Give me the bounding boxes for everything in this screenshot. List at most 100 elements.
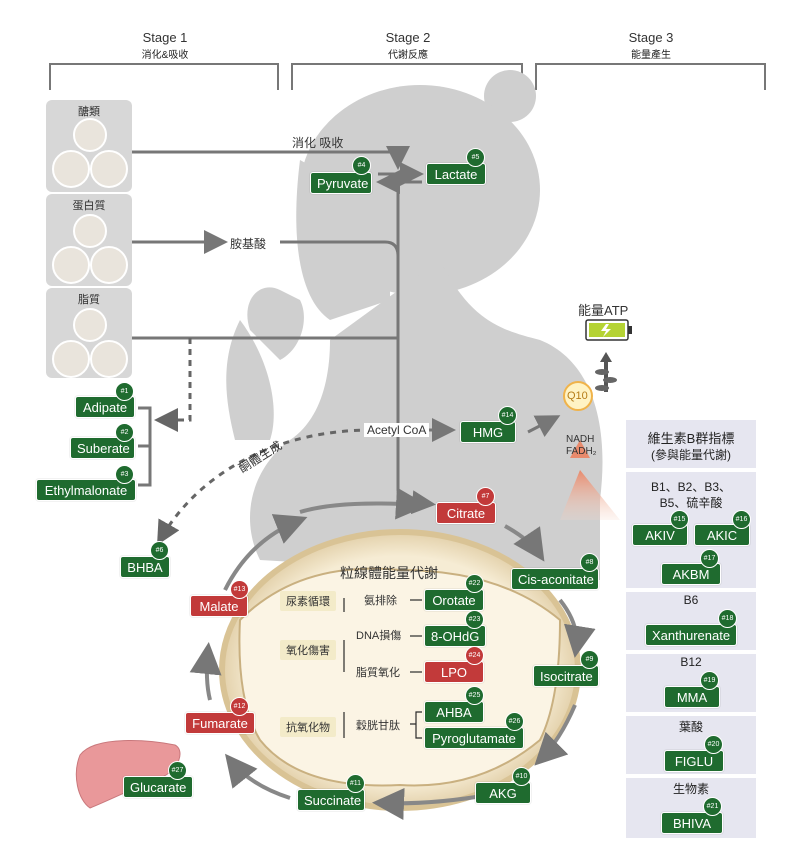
protein-box: 蛋白質	[46, 194, 132, 286]
marker-ahba: AHBA	[424, 701, 484, 723]
badge-12: #12	[230, 697, 249, 716]
marker-figlu: FIGLU	[664, 750, 724, 772]
avocado-icon	[90, 340, 128, 378]
marker-suberate: Suberate	[70, 437, 135, 459]
marker-ethylmalonate: Ethylmalonate	[36, 479, 136, 501]
marker-adipate: Adipate	[75, 396, 135, 418]
badge-23: #23	[465, 610, 484, 629]
marker-hmg: HMG	[460, 421, 516, 443]
mito-connectors	[343, 598, 422, 739]
marker-pyroglutamate: Pyroglutamate	[424, 727, 524, 749]
milk-icon	[52, 246, 90, 284]
digest-label: 消化 吸收	[292, 136, 344, 150]
marker-succinate: Succinate	[297, 789, 365, 811]
stage-2-subtitle: 代謝反應	[388, 50, 428, 61]
vitamin-panel-subtitle: (參與能量代謝)	[651, 448, 731, 462]
badge-26: #26	[505, 712, 524, 731]
fat-to-adipate-arrow	[154, 338, 192, 432]
ammonia-label: 氨排除	[364, 595, 397, 607]
badge-18: #18	[718, 609, 737, 628]
badge-9: #9	[580, 650, 599, 669]
carbs-label: 醣類	[78, 106, 100, 118]
lipid-oxidation-label: 脂質氧化	[356, 667, 400, 679]
biotin-label: 生物素	[672, 782, 709, 796]
badge-3: #3	[115, 465, 134, 484]
ketone-arc	[157, 428, 373, 546]
stage-2-title: Stage 2	[385, 30, 431, 45]
b12-label: B12	[680, 655, 702, 669]
badge-15: #15	[670, 510, 689, 529]
salmon-icon	[90, 246, 128, 284]
b-group-label: B1、B2、B3、	[650, 480, 732, 494]
marker-akiv: AKIV	[632, 524, 688, 546]
acetyl-coa-label: Acetyl CoA	[364, 423, 430, 437]
badge-4: #4	[352, 156, 371, 175]
coconut-icon	[52, 340, 90, 378]
atp-label: 能量ATP	[578, 303, 629, 318]
b-group-label-2: B5、硫辛酸	[659, 496, 723, 510]
marker-fumarate: Fumarate	[185, 712, 255, 734]
marker-mma: MMA	[664, 686, 720, 708]
badge-24: #24	[465, 646, 484, 665]
amino-acid-label: 胺基酸	[230, 237, 267, 251]
carbs-box: 醣類	[46, 100, 132, 192]
badge-14: #14	[498, 406, 517, 425]
badge-2: #2	[115, 423, 134, 442]
nadh-label: NADH	[566, 434, 595, 445]
marker-citrate: Citrate	[436, 502, 496, 524]
fadh-label: FADH₂	[566, 446, 597, 457]
badge-7: #7	[476, 487, 495, 506]
marker-lpo: LPO	[424, 661, 484, 683]
marker-xanthurenate: Xanthurenate	[645, 624, 737, 646]
oxidative-label: 氧化傷害	[280, 640, 336, 660]
vitamin-panel-header	[626, 420, 756, 468]
marker-akbm: AKBM	[661, 563, 721, 585]
b6-label: B6	[683, 593, 699, 607]
badge-20: #20	[704, 735, 723, 754]
badge-11: #11	[346, 774, 365, 793]
fat-box: 脂質	[46, 288, 132, 378]
egg-icon	[73, 214, 107, 248]
urea-cycle-label: 尿素循環	[280, 591, 336, 611]
marker-bhiva: BHIVA	[661, 812, 723, 834]
q10-label: Q10	[567, 390, 588, 402]
potato-icon	[90, 150, 128, 188]
marker-akic: AKIC	[694, 524, 750, 546]
badge-8: #8	[580, 553, 599, 572]
badge-6: #6	[150, 541, 169, 560]
mito-title: 粒線體能量代謝	[340, 565, 438, 581]
marker-cis-aconitate: Cis-aconitate	[511, 568, 599, 590]
atp-transport	[560, 319, 632, 520]
antioxidant-label: 抗氧化物	[280, 717, 336, 737]
dna-damage-label: DNA損傷	[356, 630, 402, 642]
stage-3-subtitle: 能量產生	[631, 50, 671, 61]
oil-bottle-icon	[73, 308, 107, 342]
badge-22: #22	[465, 574, 484, 593]
badge-19: #19	[700, 671, 719, 690]
badge-27: #27	[168, 761, 187, 780]
stage-1-subtitle: 消化&吸收	[141, 50, 189, 61]
badge-10: #10	[512, 767, 531, 786]
rice-icon	[73, 118, 107, 152]
badge-16: #16	[732, 510, 751, 529]
marker-bhba: BHBA	[120, 556, 170, 578]
marker-isocitrate: Isocitrate	[533, 665, 599, 687]
bread-icon	[52, 150, 90, 188]
marker-akg: AKG	[475, 782, 531, 804]
folate-label: 葉酸	[678, 720, 703, 734]
stage-1-title: Stage 1	[142, 30, 188, 45]
marker-lactate: Lactate	[426, 163, 486, 185]
badge-25: #25	[465, 686, 484, 705]
marker-orotate: Orotate	[424, 589, 484, 611]
badge-21: #21	[703, 797, 722, 816]
fat-label: 脂質	[78, 294, 100, 306]
stage-3-title: Stage 3	[628, 30, 674, 45]
marker-8-ohdg: 8-OHdG	[424, 625, 486, 647]
badge-17: #17	[700, 549, 719, 568]
badge-1: #1	[115, 382, 134, 401]
marker-glucarate: Glucarate	[123, 776, 193, 798]
human-silhouette	[226, 70, 603, 580]
marker-malate: Malate	[190, 595, 248, 617]
marker-pyruvate: Pyruvate	[310, 172, 372, 194]
protein-label: 蛋白質	[72, 200, 106, 212]
